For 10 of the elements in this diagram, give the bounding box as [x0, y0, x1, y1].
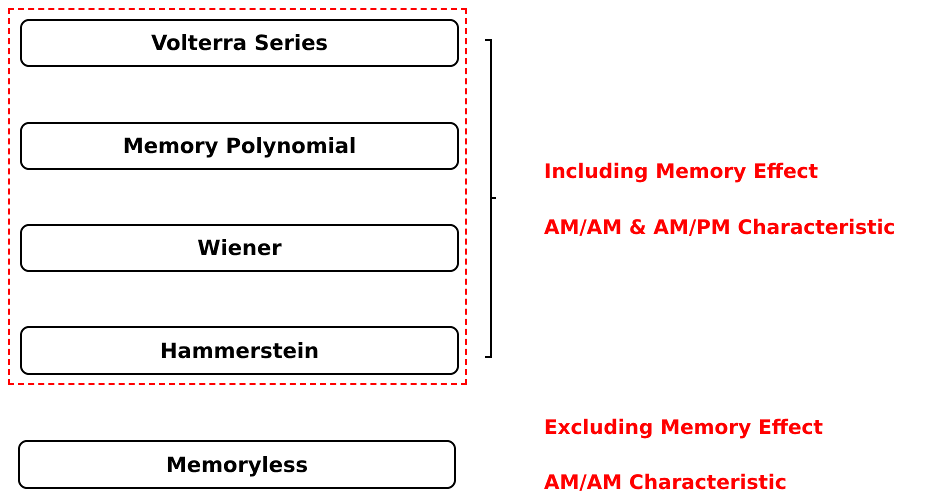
model-box: Volterra Series [20, 19, 459, 67]
annotation-text: Excluding Memory Effect [544, 415, 823, 439]
model-box: Wiener [20, 224, 459, 272]
model-box: Memory Polynomial [20, 122, 459, 170]
annotation-text: Including Memory Effect [544, 159, 818, 183]
model-box: Memoryless [18, 440, 456, 489]
dashed-group-box [8, 8, 467, 385]
annotation-text: AM/AM & AM/PM Characteristic [544, 215, 896, 239]
model-box: Hammerstein [20, 326, 459, 375]
annotation-text: AM/AM Characteristic [544, 470, 787, 493]
